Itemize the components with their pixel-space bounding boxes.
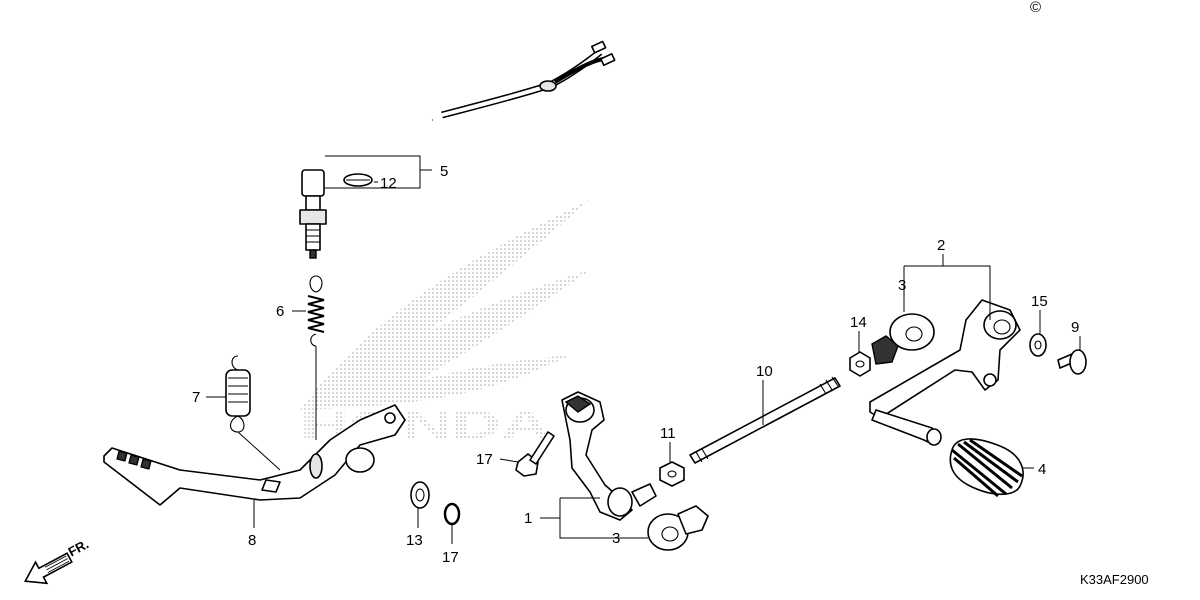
part-14-nut (849, 351, 871, 377)
copyright-symbol: © (1030, 0, 1041, 16)
part-11-nut (659, 461, 685, 487)
callout-14: 14 (850, 314, 867, 331)
part-3-rod-end-upper (871, 313, 935, 365)
callout-11: 11 (660, 425, 676, 442)
callout-12: 13 (406, 532, 423, 549)
honda-wing-watermark: HONDA (300, 200, 590, 447)
callout-6: 6 (276, 303, 284, 320)
part-10-bolt (1057, 349, 1087, 375)
callout-2: 2 (937, 237, 945, 254)
callout-17: 17 (476, 451, 493, 468)
callout-7: 8 (248, 532, 256, 549)
part-12-washer (410, 481, 430, 509)
callout-1: 1 (524, 510, 532, 527)
callout-15: 15 (1031, 293, 1048, 310)
callout-13: 12 (380, 175, 397, 192)
part-9-tie-rod (689, 376, 841, 464)
callout-9: 10 (756, 363, 773, 380)
callout-8: 7 (192, 389, 200, 406)
callout-10: 9 (1071, 319, 1079, 336)
callout-4: 4 (1038, 461, 1046, 478)
part-8-spring (225, 355, 281, 471)
part-15-washer (1029, 333, 1047, 357)
callout-3-upper: 3 (898, 277, 906, 294)
front-direction-arrow-icon: FR. (24, 536, 91, 585)
part-3-rod-end-lower (647, 505, 709, 551)
part-5-stop-switch (299, 40, 616, 259)
callout-3-lower: 3 (612, 530, 620, 547)
diagram-code: K33AF2900 (1080, 572, 1149, 587)
part-1-shift-arm (561, 391, 657, 521)
leader-lines (206, 155, 1081, 544)
callout-16: 17 (442, 549, 459, 566)
part-2-gearshift-pedal (869, 299, 1021, 446)
part-13-clip (343, 173, 373, 187)
part-17-bolt (515, 431, 555, 477)
callout-labels: 5 12 6 7 8 13 17 17 11 10 1 3 2 3 14 15 … (192, 163, 1079, 566)
part-7-brake-pedal (103, 404, 406, 506)
callout-5: 5 (440, 163, 448, 180)
part-16-clip (443, 502, 461, 526)
part-6-spring (307, 275, 325, 440)
part-4-pedal-rubber (949, 438, 1024, 498)
